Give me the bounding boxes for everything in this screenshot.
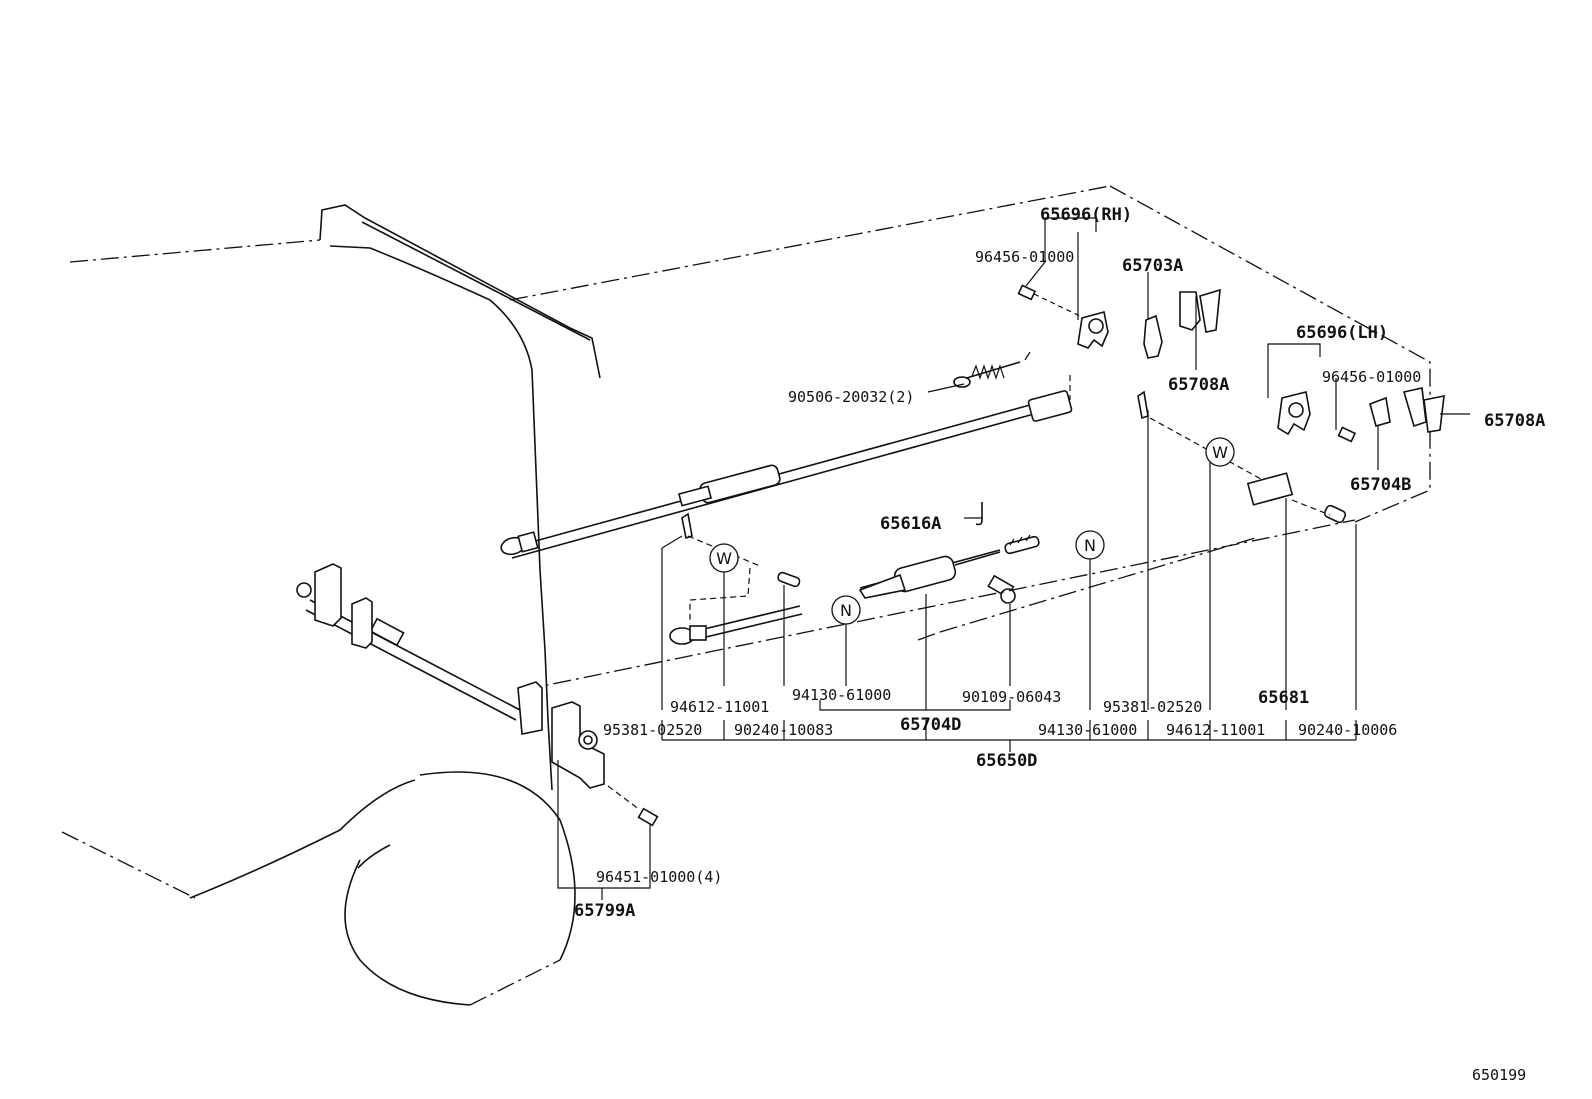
label-65650d: 65650D xyxy=(976,751,1037,771)
label-94130-left: 94130-61000 xyxy=(792,686,891,704)
label-65704d: 65704D xyxy=(900,715,961,735)
label-65708a-rh: 65708A xyxy=(1168,375,1229,395)
label-94130-right: 94130-61000 xyxy=(1038,721,1137,739)
rh-bracket-group xyxy=(1017,284,1221,359)
marker-w-left-text: W xyxy=(716,549,732,568)
label-65799a: 65799A xyxy=(574,901,635,921)
label-94612-left: 94612-11001 xyxy=(670,698,769,716)
front-bracket-assembly xyxy=(296,563,659,827)
marker-n-left: N xyxy=(831,595,861,625)
label-96451: 96451-01000(4) xyxy=(596,868,722,886)
label-95381-right: 95381-02520 xyxy=(1103,698,1202,716)
marker-w-right: W xyxy=(1205,437,1235,467)
vehicle-outline xyxy=(61,185,1431,1006)
marker-w-left: W xyxy=(709,543,739,573)
label-96456-lh: 96456-01000 xyxy=(1322,368,1421,386)
figure-code: 650199 xyxy=(1472,1066,1526,1084)
label-90240-right: 90240-10006 xyxy=(1298,721,1397,739)
label-94612-right: 94612-11001 xyxy=(1166,721,1265,739)
front-cable-assembly xyxy=(500,351,1073,559)
marker-n-right-text: N xyxy=(1084,536,1096,555)
label-65696-rh: 65696(RH) xyxy=(1040,205,1132,225)
label-96456-rh: 96456-01000 xyxy=(975,248,1074,266)
label-65616a: 65616A xyxy=(880,514,941,534)
label-65681: 65681 xyxy=(1258,688,1309,708)
label-90109: 90109-06043 xyxy=(962,688,1061,706)
label-65703a: 65703A xyxy=(1122,256,1183,276)
lh-bracket-group xyxy=(1277,387,1445,443)
leader-lines xyxy=(557,217,1470,900)
label-65708a-lh: 65708A xyxy=(1484,411,1545,431)
label-65696-lh: 65696(LH) xyxy=(1296,323,1388,343)
marker-n-right: N xyxy=(1075,530,1105,560)
label-90240-left: 90240-10083 xyxy=(734,721,833,739)
label-95381-left: 95381-02520 xyxy=(603,721,702,739)
marker-n-left-text: N xyxy=(840,601,852,620)
label-90506: 90506-20032(2) xyxy=(788,388,914,406)
label-65704b: 65704B xyxy=(1350,475,1411,495)
equalizer-cable-assembly xyxy=(522,390,1356,691)
marker-w-right-text: W xyxy=(1212,443,1228,462)
